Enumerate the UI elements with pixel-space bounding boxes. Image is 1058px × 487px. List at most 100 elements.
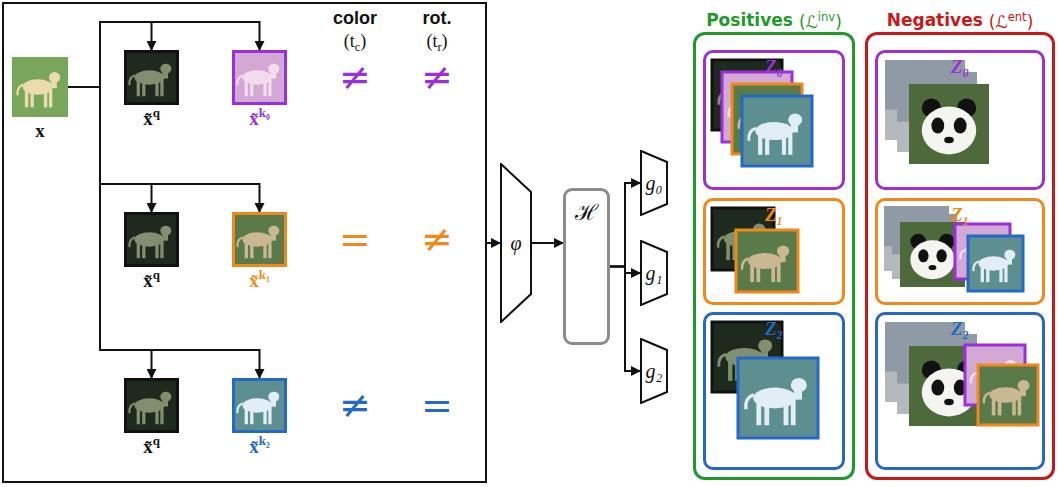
connector-arrow bbox=[532, 242, 563, 244]
relation-symbol: ≠ bbox=[339, 386, 371, 424]
projection-head: g₀ bbox=[640, 150, 668, 216]
column-symbol: (tr) bbox=[426, 31, 447, 55]
projection-head: g₂ bbox=[640, 338, 668, 404]
text-part: x̃ bbox=[249, 436, 259, 457]
node-label: x̃k₂ bbox=[249, 433, 270, 458]
key-view: x̃k₁ bbox=[232, 212, 287, 267]
node-label: ℋ bbox=[566, 196, 607, 226]
key-photo bbox=[742, 96, 812, 166]
text-holder: φ bbox=[500, 163, 532, 323]
text-part: r bbox=[437, 40, 441, 54]
embedding-space: Z₀ bbox=[703, 50, 845, 190]
text-part: q bbox=[153, 105, 160, 120]
key-view: x̃k₀ bbox=[232, 50, 287, 105]
trapezoid-shape bbox=[641, 241, 667, 305]
query-photo bbox=[124, 50, 179, 105]
connector-arrow bbox=[68, 87, 152, 212]
shared-head-box: ℋ bbox=[563, 188, 610, 345]
negatives-group: Z₀Z₁Z₂Negatives(ℒent) bbox=[865, 32, 1055, 480]
connector-arrow bbox=[68, 87, 260, 378]
positives-group: Z₀Z₁Z₂Positives(ℒinv) bbox=[693, 32, 855, 480]
trapezoid-shape bbox=[501, 164, 531, 322]
relation-symbol: ≠ bbox=[339, 58, 371, 96]
text-part: (ℒ bbox=[799, 12, 818, 32]
text-part: ) bbox=[360, 31, 366, 51]
trapezoid-shape bbox=[641, 151, 667, 215]
text-part: k₁ bbox=[259, 267, 270, 282]
text-holder: x̃q bbox=[143, 267, 160, 292]
connector-arrow bbox=[68, 22, 152, 87]
query-photo bbox=[124, 378, 179, 433]
text-part: q bbox=[153, 267, 160, 282]
input-photo bbox=[12, 57, 68, 117]
node-label: x̃k₁ bbox=[249, 267, 270, 292]
text-part: ) bbox=[442, 31, 448, 51]
text-part: (ℒ bbox=[989, 12, 1008, 32]
text-holder: g₂ bbox=[640, 338, 668, 404]
query-photo bbox=[124, 212, 179, 267]
text-part: ent bbox=[1008, 10, 1027, 24]
text-holder: x̃q bbox=[143, 433, 160, 458]
text-holder: ℋ bbox=[566, 196, 607, 226]
text-part: q bbox=[153, 433, 160, 448]
query-view: x̃q bbox=[124, 212, 179, 267]
relation-symbol: = bbox=[421, 386, 453, 424]
embedding-space: Z₀ bbox=[875, 50, 1045, 190]
text-part: inv bbox=[818, 10, 835, 24]
group-heading: (ℒinv) bbox=[799, 10, 842, 32]
photo-frame bbox=[736, 230, 798, 292]
node-label: x̃q bbox=[143, 267, 160, 292]
key-photo bbox=[978, 365, 1038, 425]
column-header: color bbox=[333, 8, 377, 29]
node-label: φ bbox=[510, 232, 521, 255]
connector-arrow bbox=[610, 183, 640, 267]
text-part: k₂ bbox=[259, 433, 270, 448]
key-photo bbox=[738, 358, 818, 438]
embedding-space: Z₁ bbox=[703, 198, 845, 305]
query-view: x̃q bbox=[124, 378, 179, 433]
photo-frame bbox=[968, 236, 1023, 291]
negative-photo bbox=[909, 84, 989, 164]
key-view: x̃k₂ bbox=[232, 378, 287, 433]
text-part: ) bbox=[835, 12, 842, 32]
text-holder: Negatives (ℒent) bbox=[868, 10, 1052, 32]
text-part: x̃ bbox=[143, 108, 153, 129]
node-label: x̃q bbox=[143, 105, 160, 130]
embedding-space: Z₁ bbox=[875, 198, 1045, 305]
connector-arrow bbox=[487, 242, 500, 244]
input-panel: xx̃qx̃k₀x̃qx̃k₁x̃qx̃k₂ bbox=[2, 2, 487, 483]
trapezoid-shape bbox=[641, 339, 667, 403]
key-photo bbox=[736, 230, 798, 292]
embedding-space: Z₂ bbox=[703, 312, 845, 470]
embedding-space: Z₂ bbox=[875, 312, 1045, 470]
node-label: x bbox=[35, 120, 45, 142]
column-header: rot. bbox=[423, 8, 452, 29]
key-photo bbox=[232, 378, 287, 433]
text-holder: Positives(ℒinv) bbox=[696, 10, 852, 32]
connector-arrow bbox=[68, 22, 260, 87]
relation-symbol: ≠ bbox=[421, 220, 453, 258]
group-heading: (ℒent) bbox=[989, 10, 1033, 32]
photo-frame bbox=[978, 365, 1038, 425]
node-label: x̃q bbox=[143, 433, 160, 458]
photo-frame bbox=[738, 358, 818, 438]
text-holder: g₁ bbox=[640, 240, 668, 306]
column-symbol: (tc) bbox=[344, 31, 366, 55]
text-holder: x̃q bbox=[143, 105, 160, 130]
node-label: g₁ bbox=[646, 262, 663, 285]
projection-head: g₁ bbox=[640, 240, 668, 306]
text-part: x̃ bbox=[143, 436, 153, 457]
node-label: x̃k₀ bbox=[249, 105, 270, 130]
relation-symbol: ≠ bbox=[421, 58, 453, 96]
text-holder: x̃k₁ bbox=[249, 267, 270, 292]
photo-frame bbox=[742, 96, 812, 166]
text-holder: x̃k₀ bbox=[249, 105, 270, 130]
key-photo bbox=[232, 50, 287, 105]
text-holder: x̃k₂ bbox=[249, 433, 270, 458]
relation-symbol: = bbox=[339, 220, 371, 258]
text-holder: g₀ bbox=[640, 150, 668, 216]
key-photo bbox=[968, 236, 1023, 291]
group-heading: Negatives bbox=[887, 10, 983, 32]
connector-arrow bbox=[68, 87, 260, 212]
